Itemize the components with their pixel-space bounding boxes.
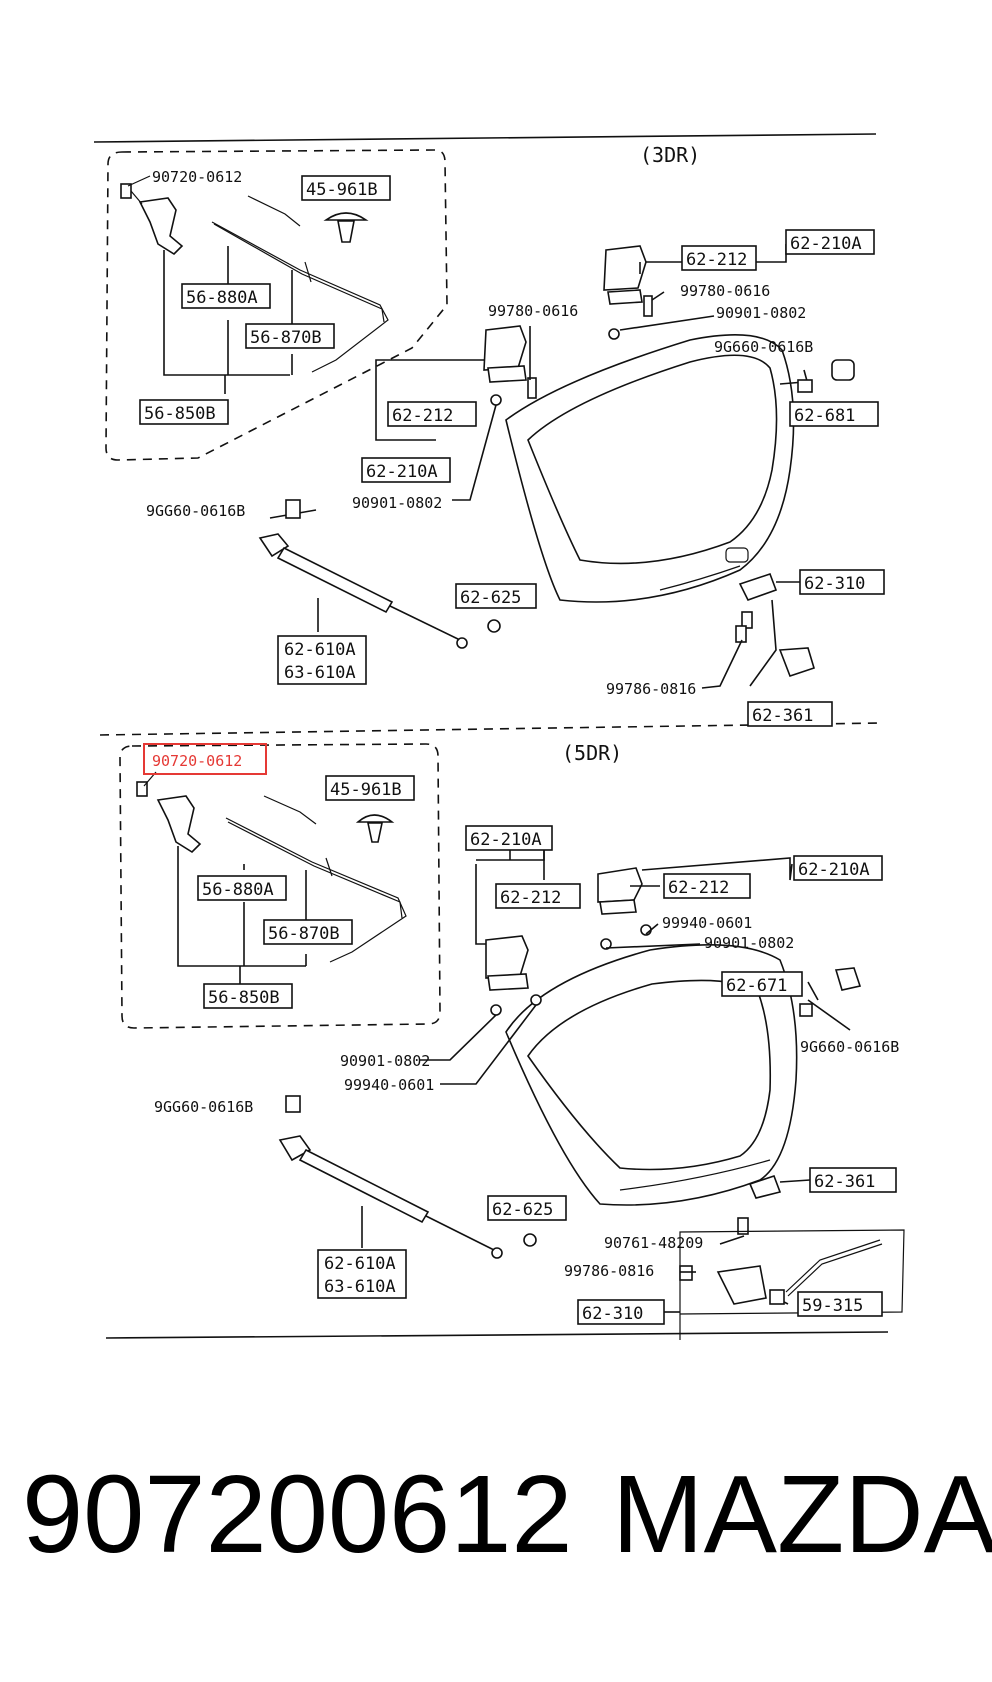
label-45-961b-5dr: 45-961B (330, 780, 402, 800)
label-56-880a-3dr: 56-880A (186, 288, 258, 308)
top-rule (93, 133, 877, 143)
striker-62-361-5dr (737, 1174, 782, 1235)
label-62-361-3dr: 62-361 (752, 706, 813, 726)
label-99780-0616-3dr-right: 99780-0616 (680, 282, 770, 300)
label-62-212-3dr-left: 62-212 (392, 406, 453, 426)
bottom-rule (105, 1331, 889, 1339)
label-62-625-5dr: 62-625 (492, 1200, 553, 1220)
label-62-210a-3dr-left: 62-210A (366, 462, 438, 482)
cable-5dr (225, 795, 407, 963)
opener-lever-5dr (136, 781, 202, 854)
label-63-610a-5dr: 63-610A (324, 1277, 396, 1297)
label-99940-0601-5dr-left: 99940-0601 (344, 1076, 434, 1094)
hinge-right-3dr (603, 245, 653, 340)
bumper-62-681-3dr (797, 359, 855, 393)
hinge-right-5dr (597, 867, 652, 950)
section-title-5dr: (5DR) (562, 741, 622, 765)
opener-lever-3dr (120, 183, 184, 256)
footer-brand: MAZDA (612, 1453, 992, 1576)
label-62-210a-5dr-right: 62-210A (798, 860, 870, 880)
gas-strut-5dr (278, 1095, 537, 1259)
label-62-212-5dr-right: 62-212 (668, 878, 729, 898)
label-99786-0816-5dr: 99786-0816 (564, 1262, 654, 1280)
bumper-62-671-5dr (799, 967, 862, 1017)
label-62-212-5dr-left: 62-212 (500, 888, 561, 908)
label-62-361-5dr: 62-361 (814, 1172, 875, 1192)
label-62-210a-5dr-left: 62-210A (470, 830, 542, 850)
label-90901-0802-5dr-left: 90901-0802 (340, 1052, 430, 1070)
footer-part-number: 907200612 (22, 1453, 573, 1576)
label-62-610a-5dr: 62-610A (324, 1254, 396, 1274)
label-90720-0612-5dr: 90720-0612 (152, 752, 242, 770)
label-9g660-0616b-3dr: 9G660-0616B (714, 338, 813, 356)
label-90901-0802-3dr-left: 90901-0802 (352, 494, 442, 512)
label-9g660-0616b-5dr: 9G660-0616B (800, 1038, 899, 1056)
label-9gg60-0616b-3dr: 9GG60-0616B (146, 502, 245, 520)
section-divider (99, 722, 881, 736)
label-62-212-3dr-right: 62-212 (686, 250, 747, 270)
label-63-610a-3dr: 63-610A (284, 663, 356, 683)
highlight-box (143, 743, 267, 775)
label-62-671-5dr: 62-671 (726, 976, 787, 996)
latch-62-310-5dr (679, 1239, 883, 1305)
label-90901-0802-5dr-right: 90901-0802 (704, 934, 794, 952)
clip-45-961b-3dr (323, 212, 369, 243)
label-56-880a-5dr: 56-880A (202, 880, 274, 900)
cable-inset-3dr (105, 149, 448, 461)
label-62-310-5dr: 62-310 (582, 1304, 643, 1324)
label-56-850b-5dr: 56-850B (208, 988, 280, 1008)
label-99786-0816-3dr: 99786-0816 (606, 680, 696, 698)
gas-strut-3dr (258, 499, 501, 649)
hinge-left-5dr (485, 935, 542, 1016)
label-62-625-3dr: 62-625 (460, 588, 521, 608)
label-56-850b-3dr: 56-850B (144, 404, 216, 424)
label-56-870b-3dr: 56-870B (250, 328, 322, 348)
label-90901-0802-3dr-right: 90901-0802 (716, 304, 806, 322)
label-62-310-3dr: 62-310 (804, 574, 865, 594)
parts-diagram: (3DR) 90720-0612 45-961B 56-880A 56-870B… (93, 133, 905, 1340)
hinge-left-3dr (483, 325, 537, 406)
label-62-610a-3dr: 62-610A (284, 640, 356, 660)
label-99940-0601-5dr-right: 99940-0601 (662, 914, 752, 932)
label-90720-0612-3dr: 90720-0612 (152, 168, 242, 186)
label-90761-48209-5dr: 90761-48209 (604, 1234, 703, 1252)
label-62-681-3dr: 62-681 (794, 406, 855, 426)
label-45-961b-3dr: 45-961B (306, 180, 378, 200)
footer: 907200612 MAZDA (0, 1445, 992, 1605)
label-56-870b-5dr: 56-870B (268, 924, 340, 944)
latch-62-310-3dr (735, 572, 815, 678)
label-62-210a-3dr-right: 62-210A (790, 234, 862, 254)
liftgate-3dr (505, 334, 795, 603)
cable-inset-5dr (119, 743, 441, 1029)
liftgate-5dr (505, 944, 798, 1206)
label-99780-0616-3dr-left: 99780-0616 (488, 302, 578, 320)
label-9gg60-0616b-5dr: 9GG60-0616B (154, 1098, 253, 1116)
clip-45-961b-5dr (355, 814, 395, 843)
cable-3dr (211, 195, 389, 373)
label-59-315-5dr: 59-315 (802, 1296, 863, 1316)
section-title-3dr: (3DR) (640, 143, 700, 167)
